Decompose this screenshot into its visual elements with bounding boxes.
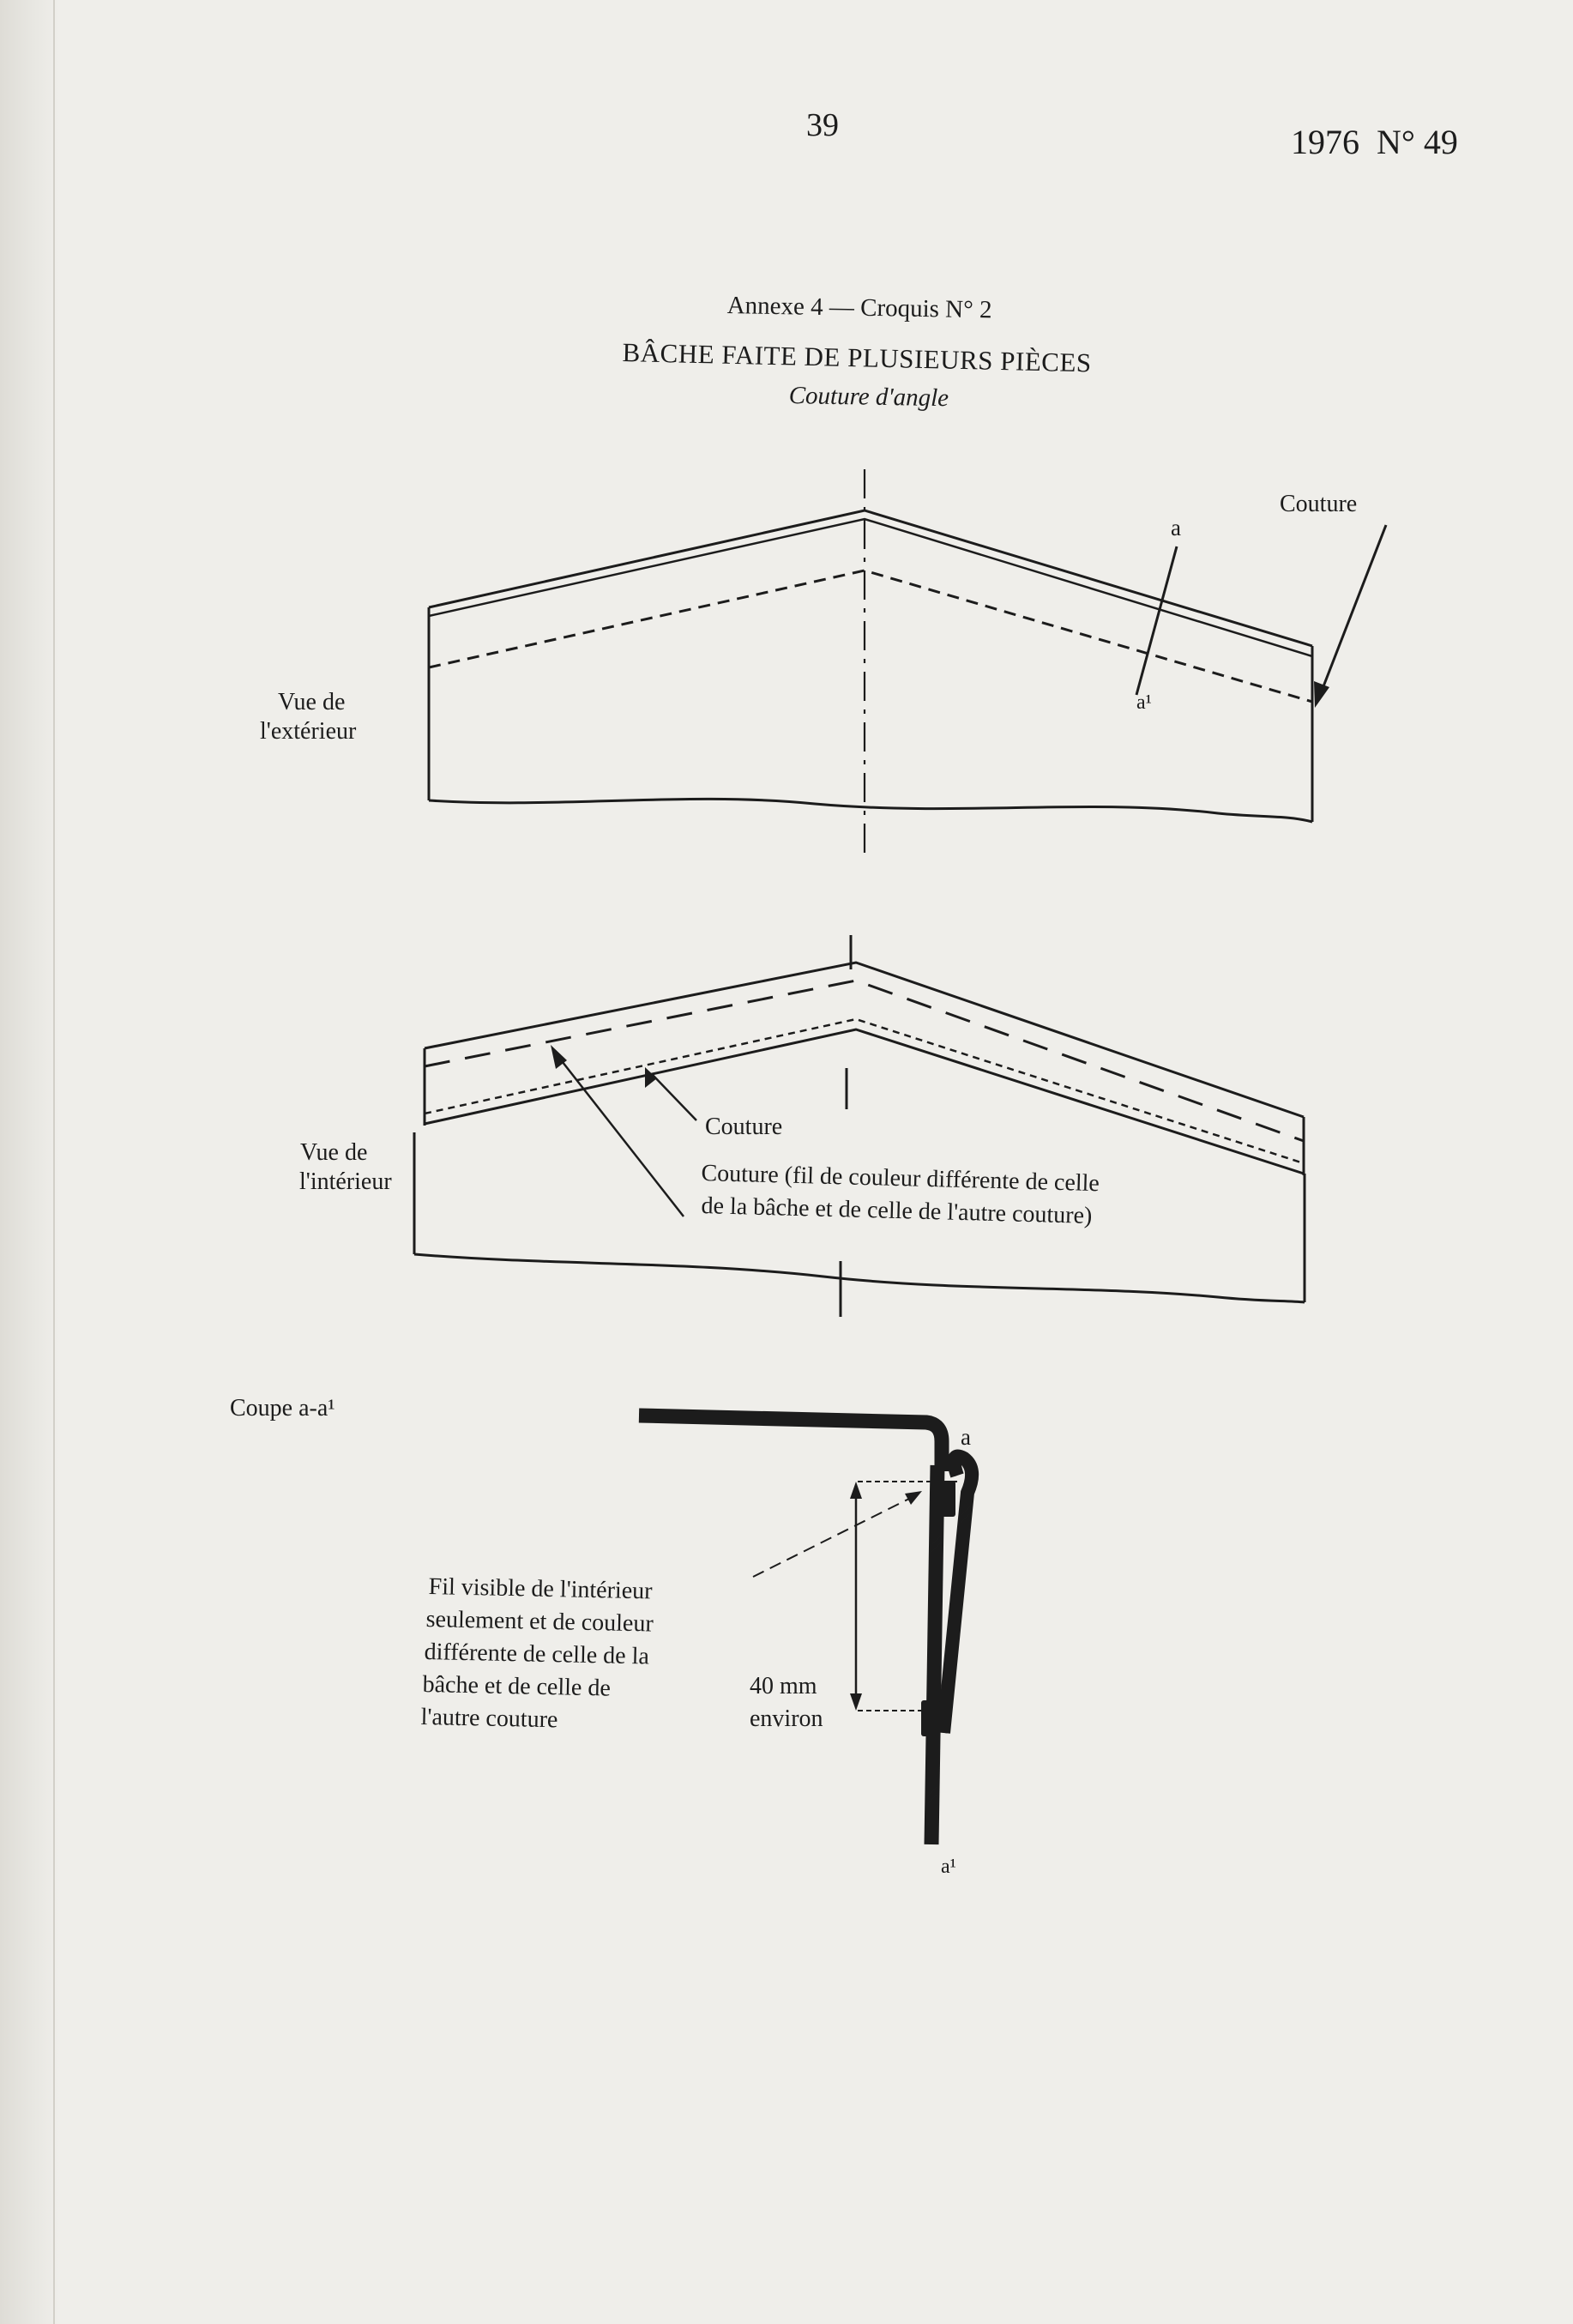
issue-number: 1976 N° 49 <box>1291 123 1458 161</box>
section-drawing <box>638 1408 979 1845</box>
thread-note-line-2: seulement et de couleur <box>425 1606 654 1638</box>
thread-note-line-1: Fil visible de l'intérieur <box>428 1573 653 1605</box>
section-mark-a-top: a <box>1171 515 1181 540</box>
seam-label-inside: Couture <box>705 1114 783 1140</box>
page-number: 39 <box>806 107 839 143</box>
inside-view-label-1: Vue de <box>300 1139 368 1166</box>
section-label: Coupe a-a¹ <box>230 1395 335 1422</box>
book-spine-shadow <box>0 0 60 2324</box>
annex-title: Annexe 4 — Croquis N° 2 <box>726 292 992 324</box>
section-mark-a1-top: a¹ <box>1136 691 1152 714</box>
dimension-qualifier: environ <box>750 1705 823 1732</box>
inside-view-drawing <box>413 935 1306 1317</box>
thread-note-line-5: l'autre couture <box>420 1704 558 1734</box>
seam-label-top: Couture <box>1280 491 1358 517</box>
thread-note-line-4: bâche et de celle de <box>422 1671 612 1702</box>
section-mark-a: a <box>961 1424 971 1450</box>
outside-view-drawing <box>427 469 1388 860</box>
figure-subtitle: Couture d'angle <box>788 382 949 413</box>
outside-view-label-1: Vue de <box>278 689 346 715</box>
outside-view-label-2: l'extérieur <box>260 718 357 745</box>
dimension-value: 40 mm <box>750 1673 817 1699</box>
inside-view-label-2: l'intérieur <box>299 1168 392 1195</box>
section-mark-a1: a¹ <box>941 1856 956 1878</box>
spine-fold <box>53 0 55 2324</box>
thread-note-line-3: différente de celle de la <box>424 1639 650 1670</box>
